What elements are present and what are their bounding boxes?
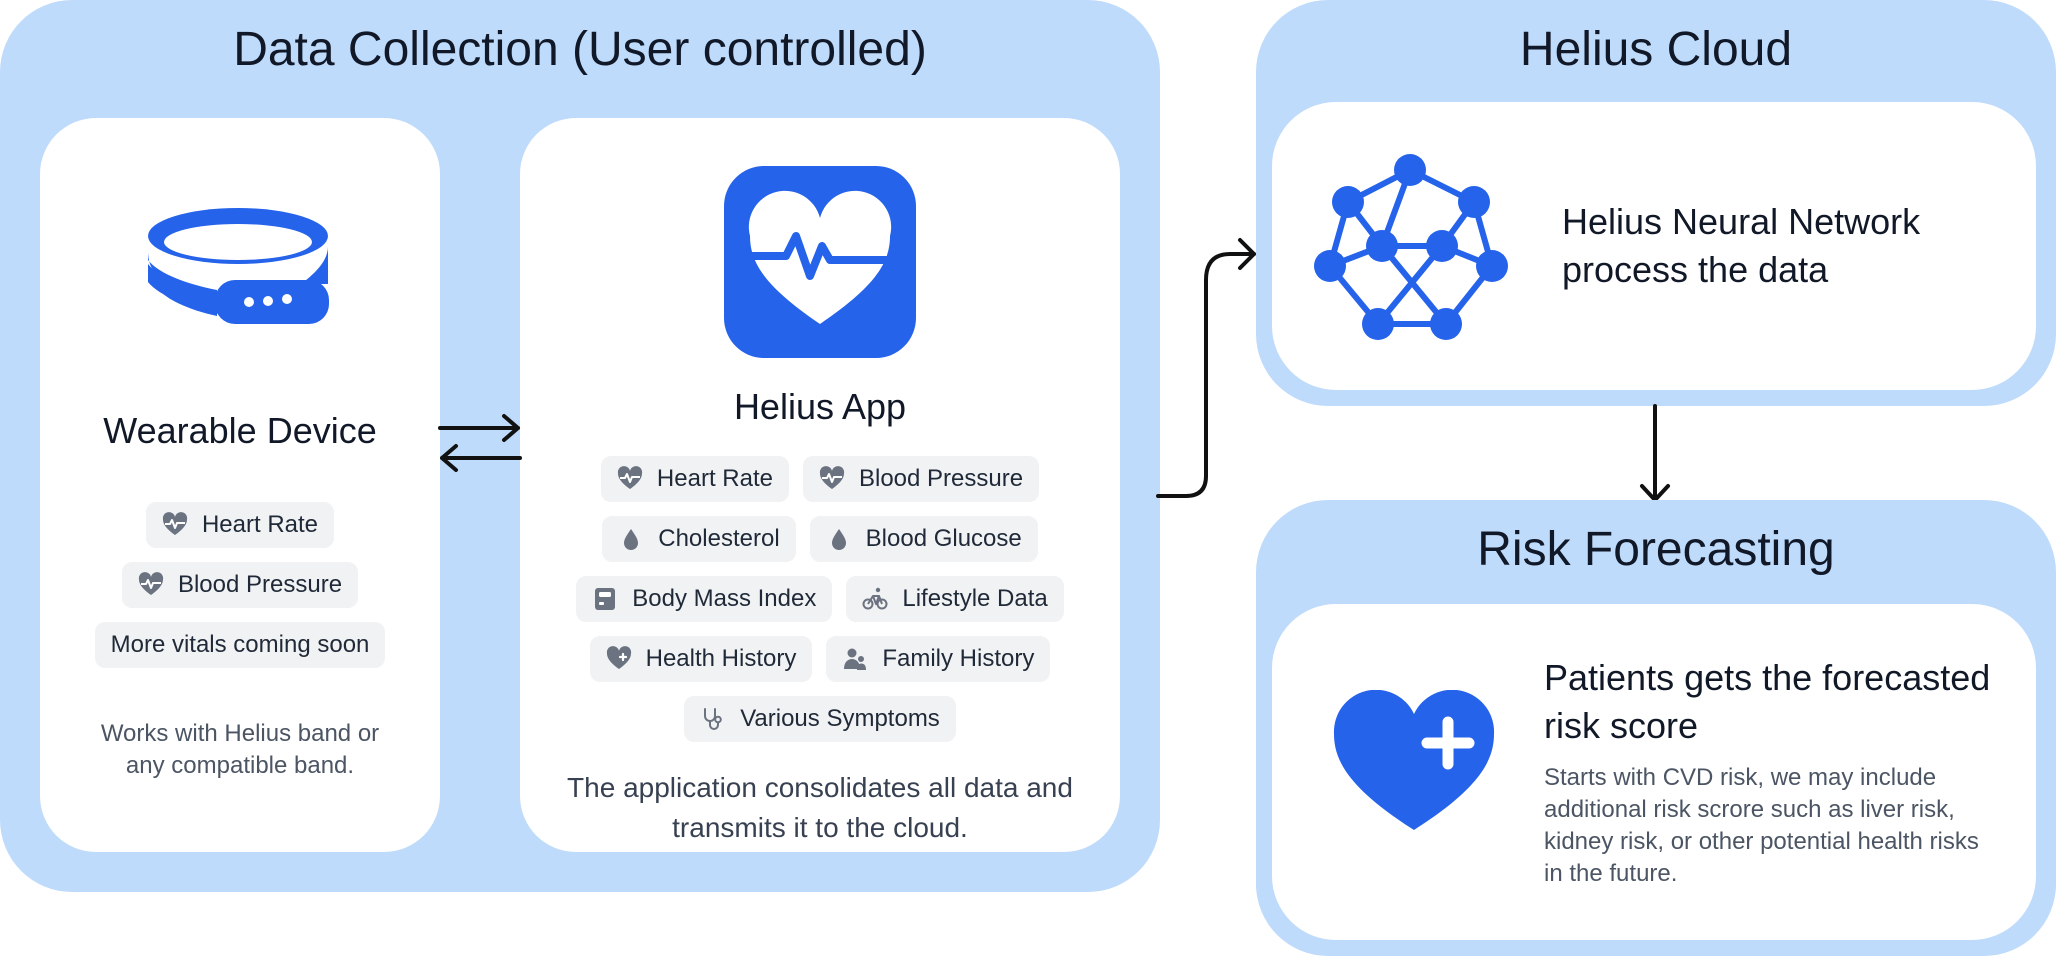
heart-pulse-app-icon (724, 166, 916, 358)
app-chip-family-history: Family History (826, 636, 1051, 682)
arrow-to-forecast (1640, 404, 1670, 502)
wearable-chip-more-vitals: More vitals coming soon (94, 622, 386, 668)
data-collection-title: Data Collection (User controlled) (233, 23, 927, 76)
chip-label: Blood Pressure (858, 465, 1024, 492)
wearable-chip-heart-rate: Heart Rate (145, 502, 335, 548)
app-chip-body-mass-index: Body Mass Index (576, 576, 833, 622)
chip-label: Cholesterol (658, 525, 780, 552)
chip-label: Body Mass Index (632, 585, 817, 612)
helius-app-note: The application consolidates all data an… (567, 772, 1073, 843)
app-chip-heart-rate: Heart Rate (600, 456, 789, 502)
heart-pulse-icon (819, 466, 845, 492)
app-chip-various-symptoms: Various Symptoms (684, 696, 956, 742)
forecast-body: Starts with CVD risk, we may include add… (1544, 764, 1993, 887)
helius-cloud-panel: Helius Cloud (1256, 0, 2056, 406)
wearable-chip-blood-pressure: Blood Pressure (121, 562, 359, 608)
risk-forecasting-title: Risk Forecasting (1477, 523, 1835, 576)
neural-network-icon (1314, 148, 1510, 344)
droplet-icon (618, 526, 644, 552)
risk-forecasting-card: Patients gets the forecasted risk score … (1272, 604, 2036, 940)
forecast-heading: Patients gets the forecasted risk score (1544, 657, 1991, 746)
heart-plus-icon (1332, 689, 1496, 834)
chip-label: Lifestyle Data (902, 585, 1048, 612)
app-chip-lifestyle-data: Lifestyle Data (846, 576, 1064, 622)
chip-label: More vitals coming soon (110, 631, 370, 658)
wearable-title: Wearable Device (103, 410, 377, 451)
chip-label: Heart Rate (656, 465, 773, 492)
bidirectional-arrows (438, 414, 522, 472)
stethoscope-icon (700, 706, 726, 732)
heart-pulse-icon (138, 572, 164, 598)
chip-label: Blood Glucose (865, 525, 1022, 552)
heart-pulse-icon (617, 466, 643, 492)
people-icon (842, 646, 868, 672)
helius-cloud-title: Helius Cloud (1519, 23, 1793, 76)
wearable-card: Wearable Device Heart Rate Blood Pressur… (40, 118, 440, 852)
data-collection-panel: Data Collection (User controlled) Wearab… (0, 0, 1160, 892)
chip-label: Various Symptoms (740, 705, 940, 732)
app-chip-health-history: Health History (589, 636, 813, 682)
bicycle-icon (862, 586, 888, 612)
wristband-icon (141, 202, 335, 326)
scale-icon (592, 586, 618, 612)
droplet-icon (826, 526, 852, 552)
heart-pulse-icon (162, 512, 188, 538)
heart-plus-icon (606, 646, 632, 672)
risk-forecasting-panel: Risk Forecasting Patients gets the forec… (1256, 500, 2056, 956)
helius-cloud-card: Helius Neural Network process the data (1272, 102, 2036, 390)
wearable-note: Works with Helius band or any compatible… (100, 720, 380, 779)
arrow-to-cloud (1156, 238, 1256, 498)
chip-label: Family History (882, 645, 1035, 672)
app-chip-blood-glucose: Blood Glucose (809, 516, 1038, 562)
cloud-description: Helius Neural Network process the data (1562, 201, 1921, 290)
chip-label: Health History (645, 645, 797, 672)
app-chip-cholesterol: Cholesterol (602, 516, 796, 562)
chip-label: Heart Rate (201, 511, 319, 538)
chip-label: Blood Pressure (177, 571, 343, 598)
helius-app-card: Helius App Heart Rate Blood Pressure Cho… (520, 118, 1120, 852)
app-chip-blood-pressure: Blood Pressure (802, 456, 1040, 502)
helius-app-title: Helius App (733, 386, 907, 427)
